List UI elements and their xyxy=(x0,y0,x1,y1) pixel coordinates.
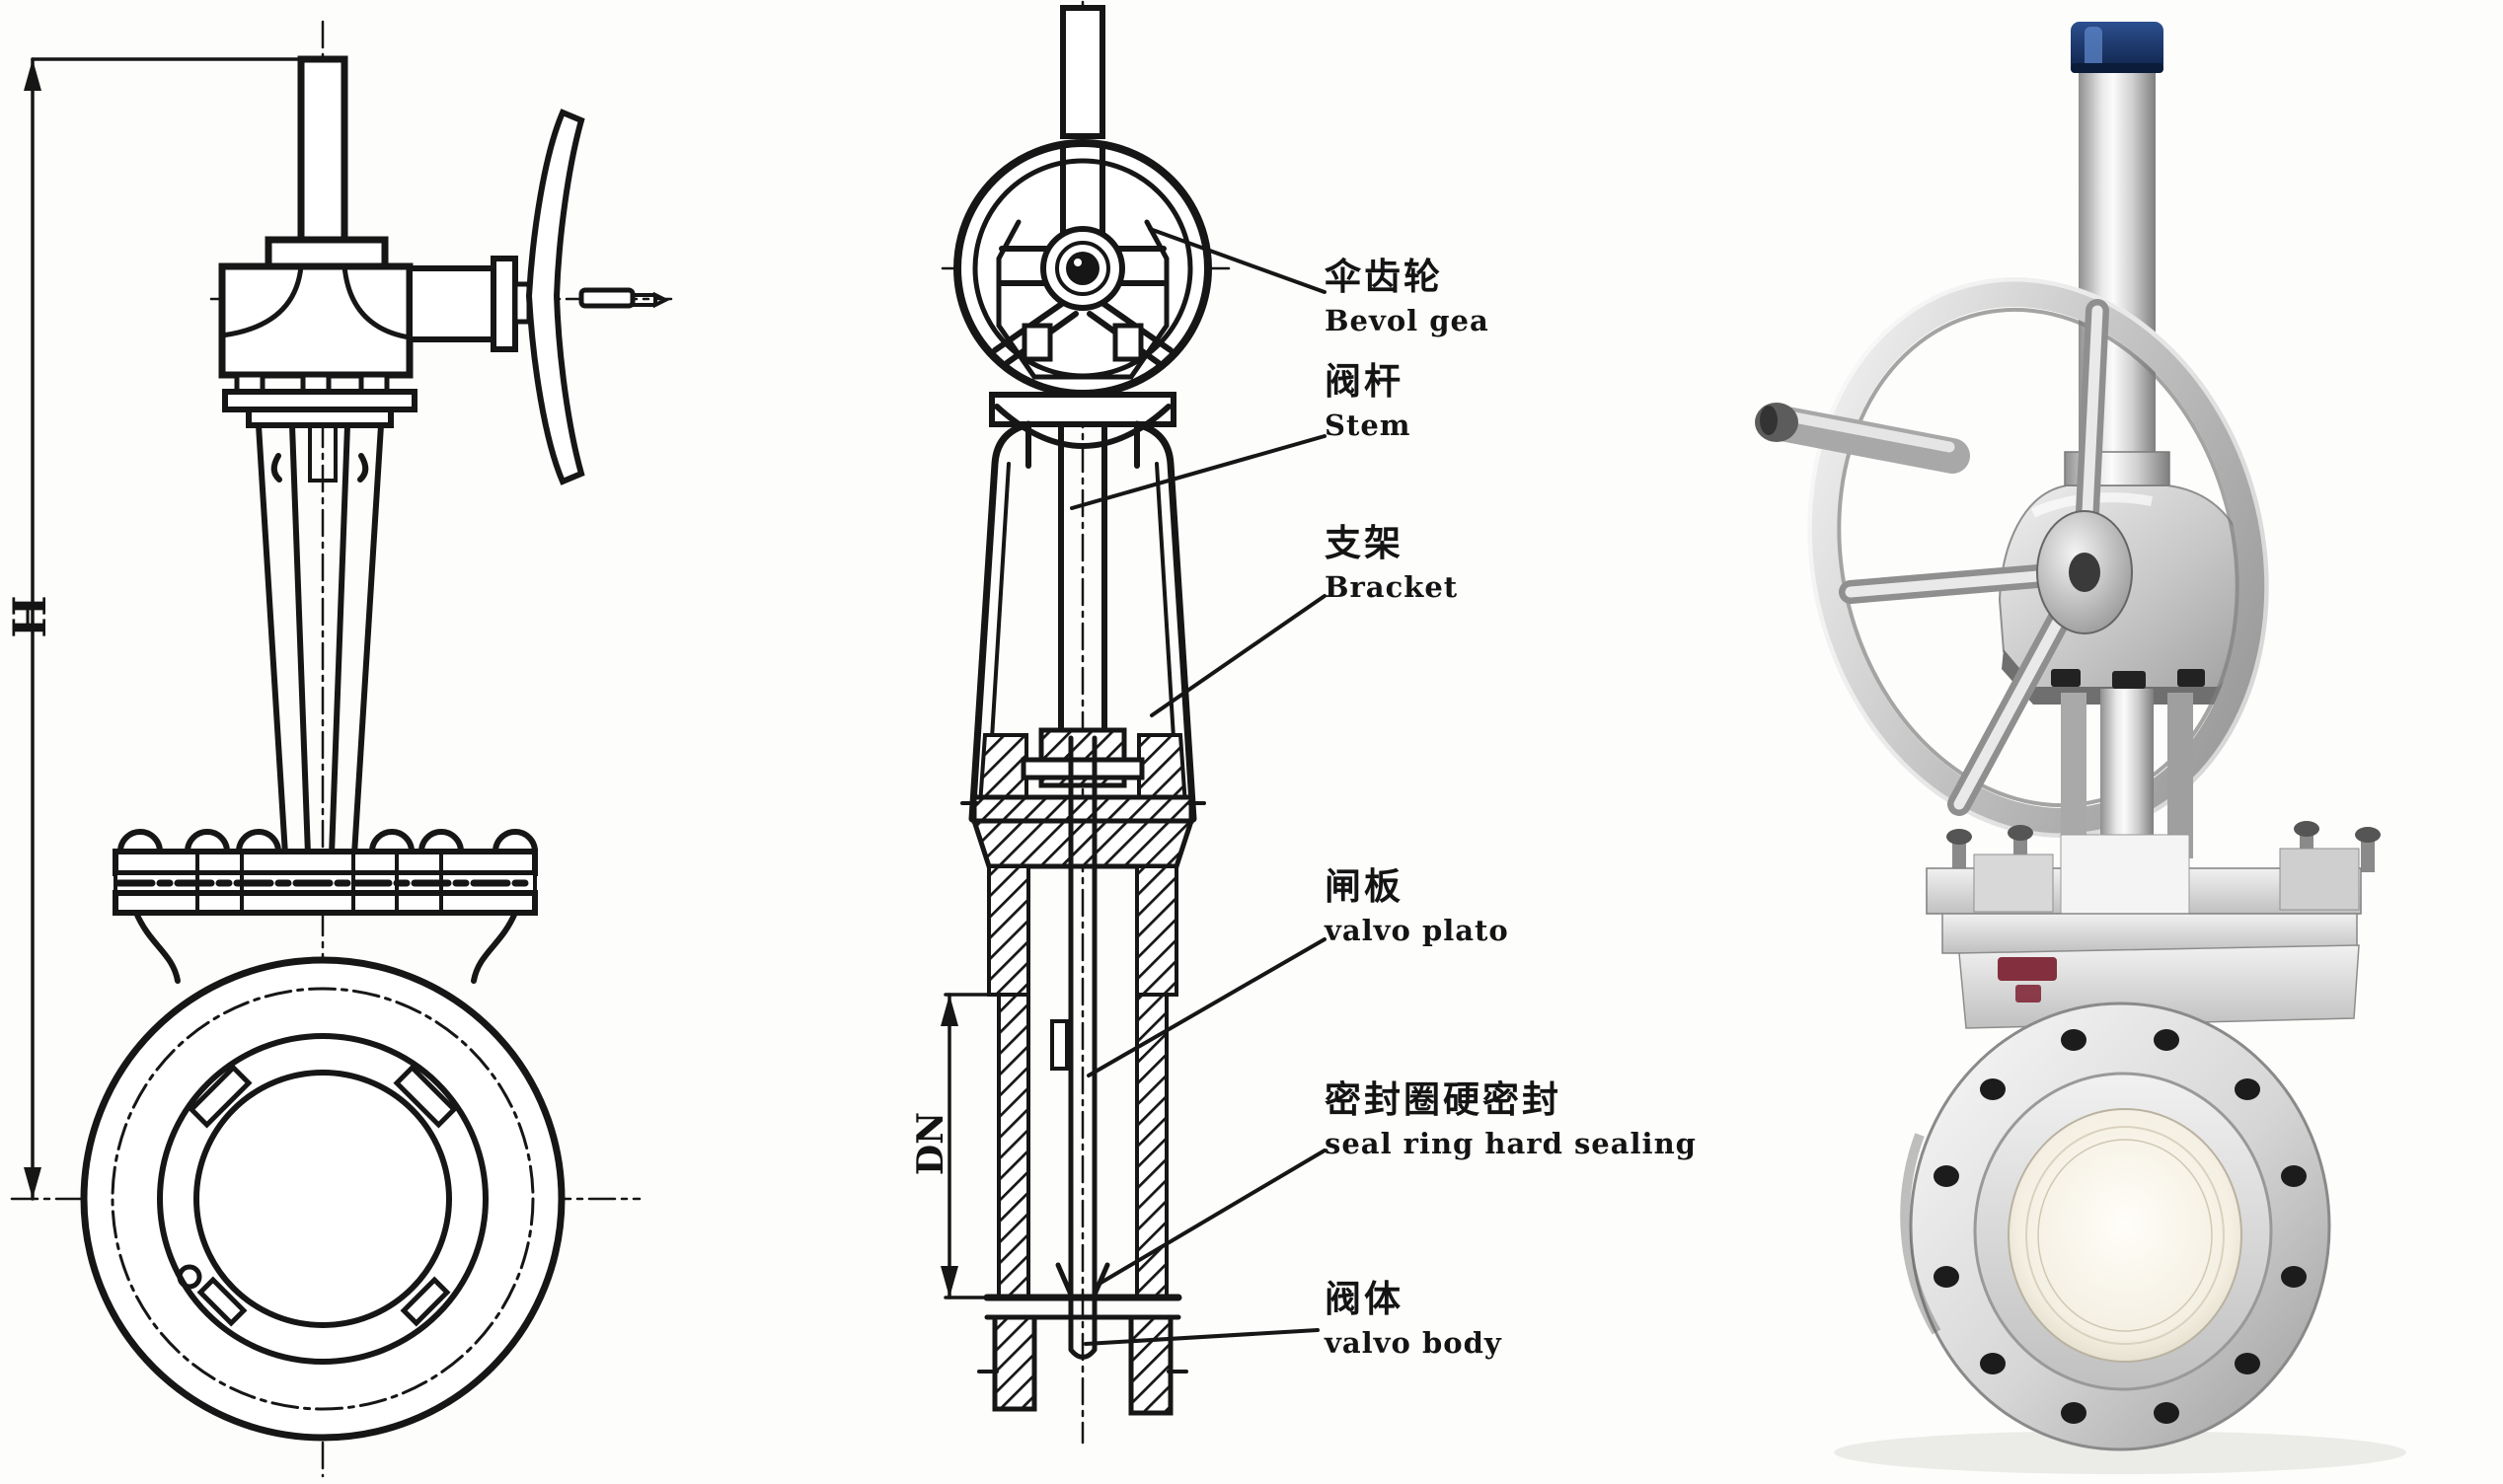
floor-shadow xyxy=(1834,1431,2406,1474)
side-handwheel xyxy=(525,109,585,485)
gate-plate-section xyxy=(1050,735,1098,1300)
clamp-beam xyxy=(1926,821,2381,954)
photo-handwheel xyxy=(1755,276,2270,839)
leader-stem xyxy=(1070,434,1327,510)
brand-mark xyxy=(1998,957,2057,1002)
leader-valve-body xyxy=(1084,1328,1320,1346)
front-view-drawing xyxy=(10,20,673,1478)
height-dimension xyxy=(24,57,303,1201)
section-handwheel xyxy=(953,139,1212,398)
valve-body-front xyxy=(80,956,566,1442)
section-view-drawing xyxy=(941,0,1327,1445)
callout-leader-lines xyxy=(1070,227,1327,1346)
stem-top-tube xyxy=(1060,5,1105,139)
yoke-columns xyxy=(256,422,384,857)
flange-bolt-holes xyxy=(1934,1029,2307,1424)
bore-dimension xyxy=(941,993,1030,1299)
crank-handle xyxy=(1755,403,1970,474)
leader-bracket xyxy=(1150,594,1327,717)
stem-front xyxy=(297,55,348,244)
leader-seal-ring xyxy=(1096,1149,1327,1287)
drain-hole xyxy=(177,1264,202,1290)
gearbox-cap xyxy=(265,236,389,270)
wheel-handle-shaft xyxy=(578,287,636,309)
input-shaft-housing xyxy=(407,265,496,342)
blue-cap xyxy=(2071,22,2163,73)
photo-bore xyxy=(2008,1108,2242,1363)
leader-bevel-gear xyxy=(1148,227,1327,294)
wheel-hub-nut xyxy=(1066,252,1100,285)
body-top-plate xyxy=(1958,944,2360,1029)
product-photo xyxy=(1755,22,2406,1474)
leader-valve-plate xyxy=(1087,937,1327,1077)
photo-flange-body xyxy=(1900,1002,2331,1451)
gearbox-housing-front xyxy=(218,262,414,379)
seat-seal-section xyxy=(1055,1262,1110,1360)
bonnet-flange xyxy=(113,829,538,916)
